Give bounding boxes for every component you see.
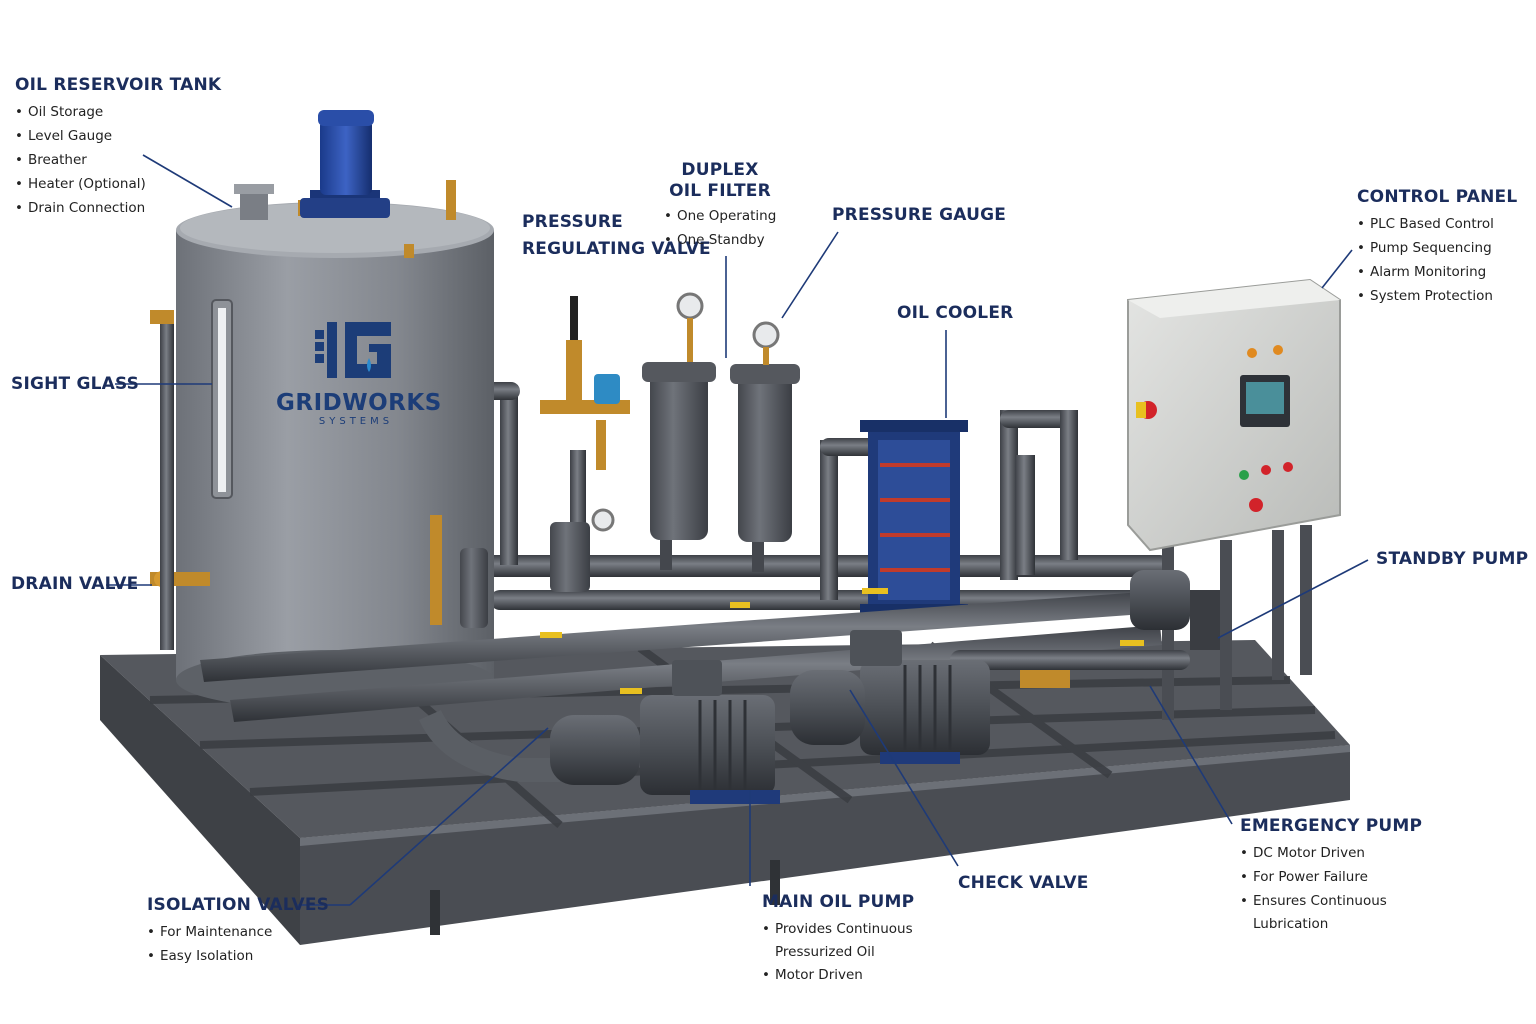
label-control-panel: CONTROL PANEL PLC Based Control Pump Seq… [1357,187,1517,308]
emergency-pump-list: DC Motor Driven For Power Failure Ensure… [1240,841,1422,935]
emergency-pump-title: EMERGENCY PUMP [1240,816,1423,836]
oil-reservoir-tank [150,180,494,710]
oil-cooler [860,420,968,616]
duplex-filter-title-1: DUPLEX [681,160,759,180]
list-item: Heater (Optional) [15,172,221,196]
sight-glass-title: SIGHT GLASS [11,374,140,394]
main-oil-pump-motor [550,660,780,804]
tank-mixer-motor [300,110,390,218]
list-item: One Operating [664,204,776,228]
list-item: PLC Based Control [1357,212,1517,236]
label-duplex-oil-filter: DUPLEX OIL FILTER One Operating One Stan… [664,160,776,252]
label-standby-pump: STANDBY PUMP [1376,549,1528,570]
list-item-text: Ensures Continuous [1253,893,1387,909]
list-item: System Protection [1357,284,1517,308]
duplex-oil-filter [642,292,800,572]
oil-reservoir-list: Oil Storage Level Gauge Breather Heater … [15,100,221,220]
list-item-continuation: Pressurized Oil [775,944,875,960]
pressure-regulating-title-1: PRESSURE [522,212,623,232]
label-isolation-valves: ISOLATION VALVES For Maintenance Easy Is… [147,895,329,968]
duplex-filter-list: One Operating One Standby [664,204,776,252]
emergency-pump-motor [790,630,990,764]
oil-reservoir-title: OIL RESERVOIR TANK [15,75,222,95]
label-main-oil-pump: MAIN OIL PUMP Provides Continuous Pressu… [762,892,914,987]
list-item: Oil Storage [15,100,221,124]
list-item: Provides Continuous Pressurized Oil [762,917,914,963]
list-item-text: Provides Continuous [775,921,913,937]
brand-name: GRIDWORKS [276,390,442,416]
label-sight-glass: SIGHT GLASS [11,374,139,395]
list-item: Pump Sequencing [1357,236,1517,260]
brand-logo: GRIDWORKS SYSTEMS [276,318,442,427]
drain-valve-title: DRAIN VALVE [11,574,139,594]
list-item: For Power Failure [1240,865,1422,889]
control-panel [1127,278,1341,720]
label-oil-reservoir-tank: OIL RESERVOIR TANK Oil Storage Level Gau… [15,75,221,220]
main-oil-pump-title: MAIN OIL PUMP [762,892,915,912]
label-oil-cooler: OIL COOLER [897,303,1013,324]
isolation-valves [540,588,1144,694]
isolation-valves-title: ISOLATION VALVES [147,895,330,915]
callout-leader-lines [106,154,1369,906]
gridworks-logo-icon [315,322,391,378]
strainer-assembly [430,508,615,628]
list-item: Easy Isolation [147,944,329,968]
main-oil-pump-list: Provides Continuous Pressurized Oil Moto… [762,917,914,987]
list-item-continuation: Lubrication [1253,916,1329,932]
brand-tagline: SYSTEMS [318,416,394,427]
list-item: Breather [15,148,221,172]
rear-piping [470,382,1170,610]
duplex-filter-title-2: OIL FILTER [669,181,771,201]
label-drain-valve: DRAIN VALVE [11,574,138,595]
pressure-gauge-title: PRESSURE GAUGE [832,205,1007,225]
list-item: For Maintenance [147,920,329,944]
isolation-valves-list: For Maintenance Easy Isolation [147,920,329,968]
list-item: DC Motor Driven [1240,841,1422,865]
list-item: Level Gauge [15,124,221,148]
pressure-regulating-valve [540,296,630,470]
standby-pump [1130,570,1220,650]
label-pressure-gauge: PRESSURE GAUGE [832,205,1006,226]
list-item: Motor Driven [762,963,914,987]
label-emergency-pump: EMERGENCY PUMP DC Motor Driven For Power… [1240,816,1422,935]
oil-cooler-title: OIL COOLER [897,303,1014,323]
standby-pump-title: STANDBY PUMP [1376,549,1529,569]
list-item: One Standby [664,228,776,252]
control-panel-list: PLC Based Control Pump Sequencing Alarm … [1357,212,1517,308]
control-panel-title: CONTROL PANEL [1357,187,1518,207]
list-item: Ensures Continuous Lubrication [1240,889,1422,935]
label-check-valve: CHECK VALVE [958,873,1089,894]
list-item: Drain Connection [15,196,221,220]
check-valve-title: CHECK VALVE [958,873,1089,893]
list-item: Alarm Monitoring [1357,260,1517,284]
